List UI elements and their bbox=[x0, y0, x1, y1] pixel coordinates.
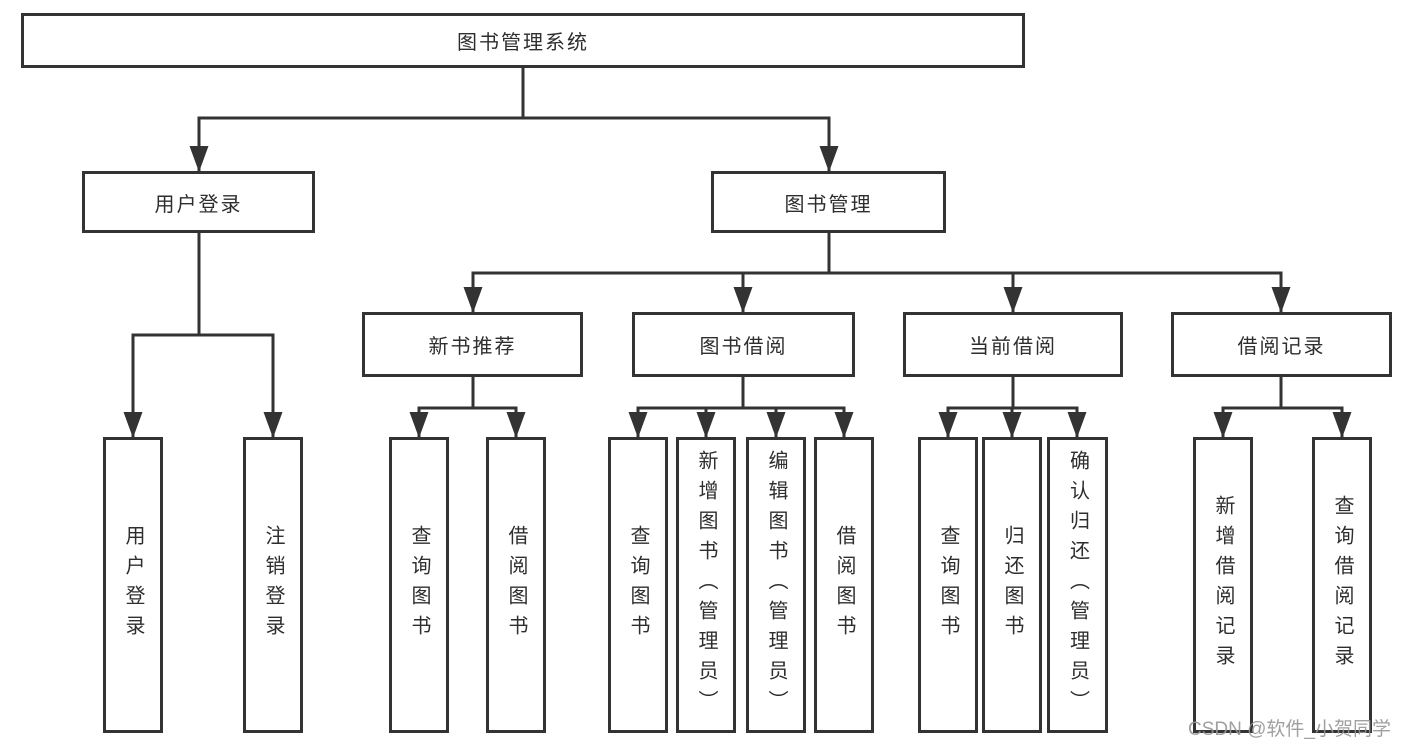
leaf-confirm-return-admin-label: 确认归还（管理员） bbox=[1066, 450, 1089, 720]
node-current-borrowing: 当前借阅 bbox=[903, 312, 1123, 377]
leaf-user-login-label: 用户登录 bbox=[122, 525, 144, 645]
leaf-user-login: 用户登录 bbox=[103, 437, 163, 733]
leaf-borrow-books-recommend: 借阅图书 bbox=[486, 437, 546, 733]
leaf-query-books-current: 查询图书 bbox=[918, 437, 978, 733]
leaf-add-borrow-record-label: 新增借阅记录 bbox=[1212, 495, 1234, 675]
node-book-management: 图书管理 bbox=[711, 171, 946, 233]
connector-user-login bbox=[123, 231, 283, 439]
node-user-login: 用户登录 bbox=[82, 171, 315, 233]
watermark: CSDN @软件_小贺同学 bbox=[1188, 719, 1391, 740]
connector-borrow-records bbox=[1213, 375, 1352, 439]
node-borrow-records: 借阅记录 bbox=[1171, 312, 1392, 377]
leaf-return-books-label: 归还图书 bbox=[1001, 525, 1023, 645]
leaf-edit-books-admin-label: 编辑图书（管理员） bbox=[765, 450, 787, 720]
connector-root bbox=[189, 66, 839, 173]
leaf-query-books-borrowing-label: 查询图书 bbox=[627, 525, 649, 645]
leaf-query-books-recommend: 查询图书 bbox=[389, 437, 449, 733]
node-library-management-system: 图书管理系统 bbox=[21, 13, 1025, 68]
leaf-logout-label: 注销登录 bbox=[262, 525, 284, 645]
connector-book-borrowing bbox=[628, 375, 854, 439]
leaf-confirm-return-admin: 确认归还（管理员） bbox=[1047, 437, 1108, 733]
leaf-logout: 注销登录 bbox=[243, 437, 303, 733]
connector-current-borrowing bbox=[938, 375, 1087, 439]
node-book-borrowing: 图书借阅 bbox=[632, 312, 855, 377]
leaf-add-books-admin: 新增图书（管理员） bbox=[676, 437, 736, 733]
leaf-query-borrow-record: 查询借阅记录 bbox=[1312, 437, 1372, 733]
leaf-query-books-recommend-label: 查询图书 bbox=[408, 525, 430, 645]
leaf-add-books-admin-label: 新增图书（管理员） bbox=[695, 450, 717, 720]
leaf-add-borrow-record: 新增借阅记录 bbox=[1193, 437, 1253, 733]
leaf-borrow-books-label: 借阅图书 bbox=[833, 525, 855, 645]
leaf-borrow-books: 借阅图书 bbox=[814, 437, 874, 733]
connector-new-book-recommend bbox=[409, 375, 526, 439]
leaf-query-books-current-label: 查询图书 bbox=[937, 525, 959, 645]
leaf-query-borrow-record-label: 查询借阅记录 bbox=[1331, 495, 1353, 675]
node-new-book-recommend: 新书推荐 bbox=[362, 312, 583, 377]
leaf-query-books-borrowing: 查询图书 bbox=[608, 437, 668, 733]
leaf-return-books: 归还图书 bbox=[982, 437, 1042, 733]
leaf-edit-books-admin: 编辑图书（管理员） bbox=[746, 437, 806, 733]
connector-book-management bbox=[463, 231, 1291, 314]
leaf-borrow-books-recommend-label: 借阅图书 bbox=[505, 525, 527, 645]
